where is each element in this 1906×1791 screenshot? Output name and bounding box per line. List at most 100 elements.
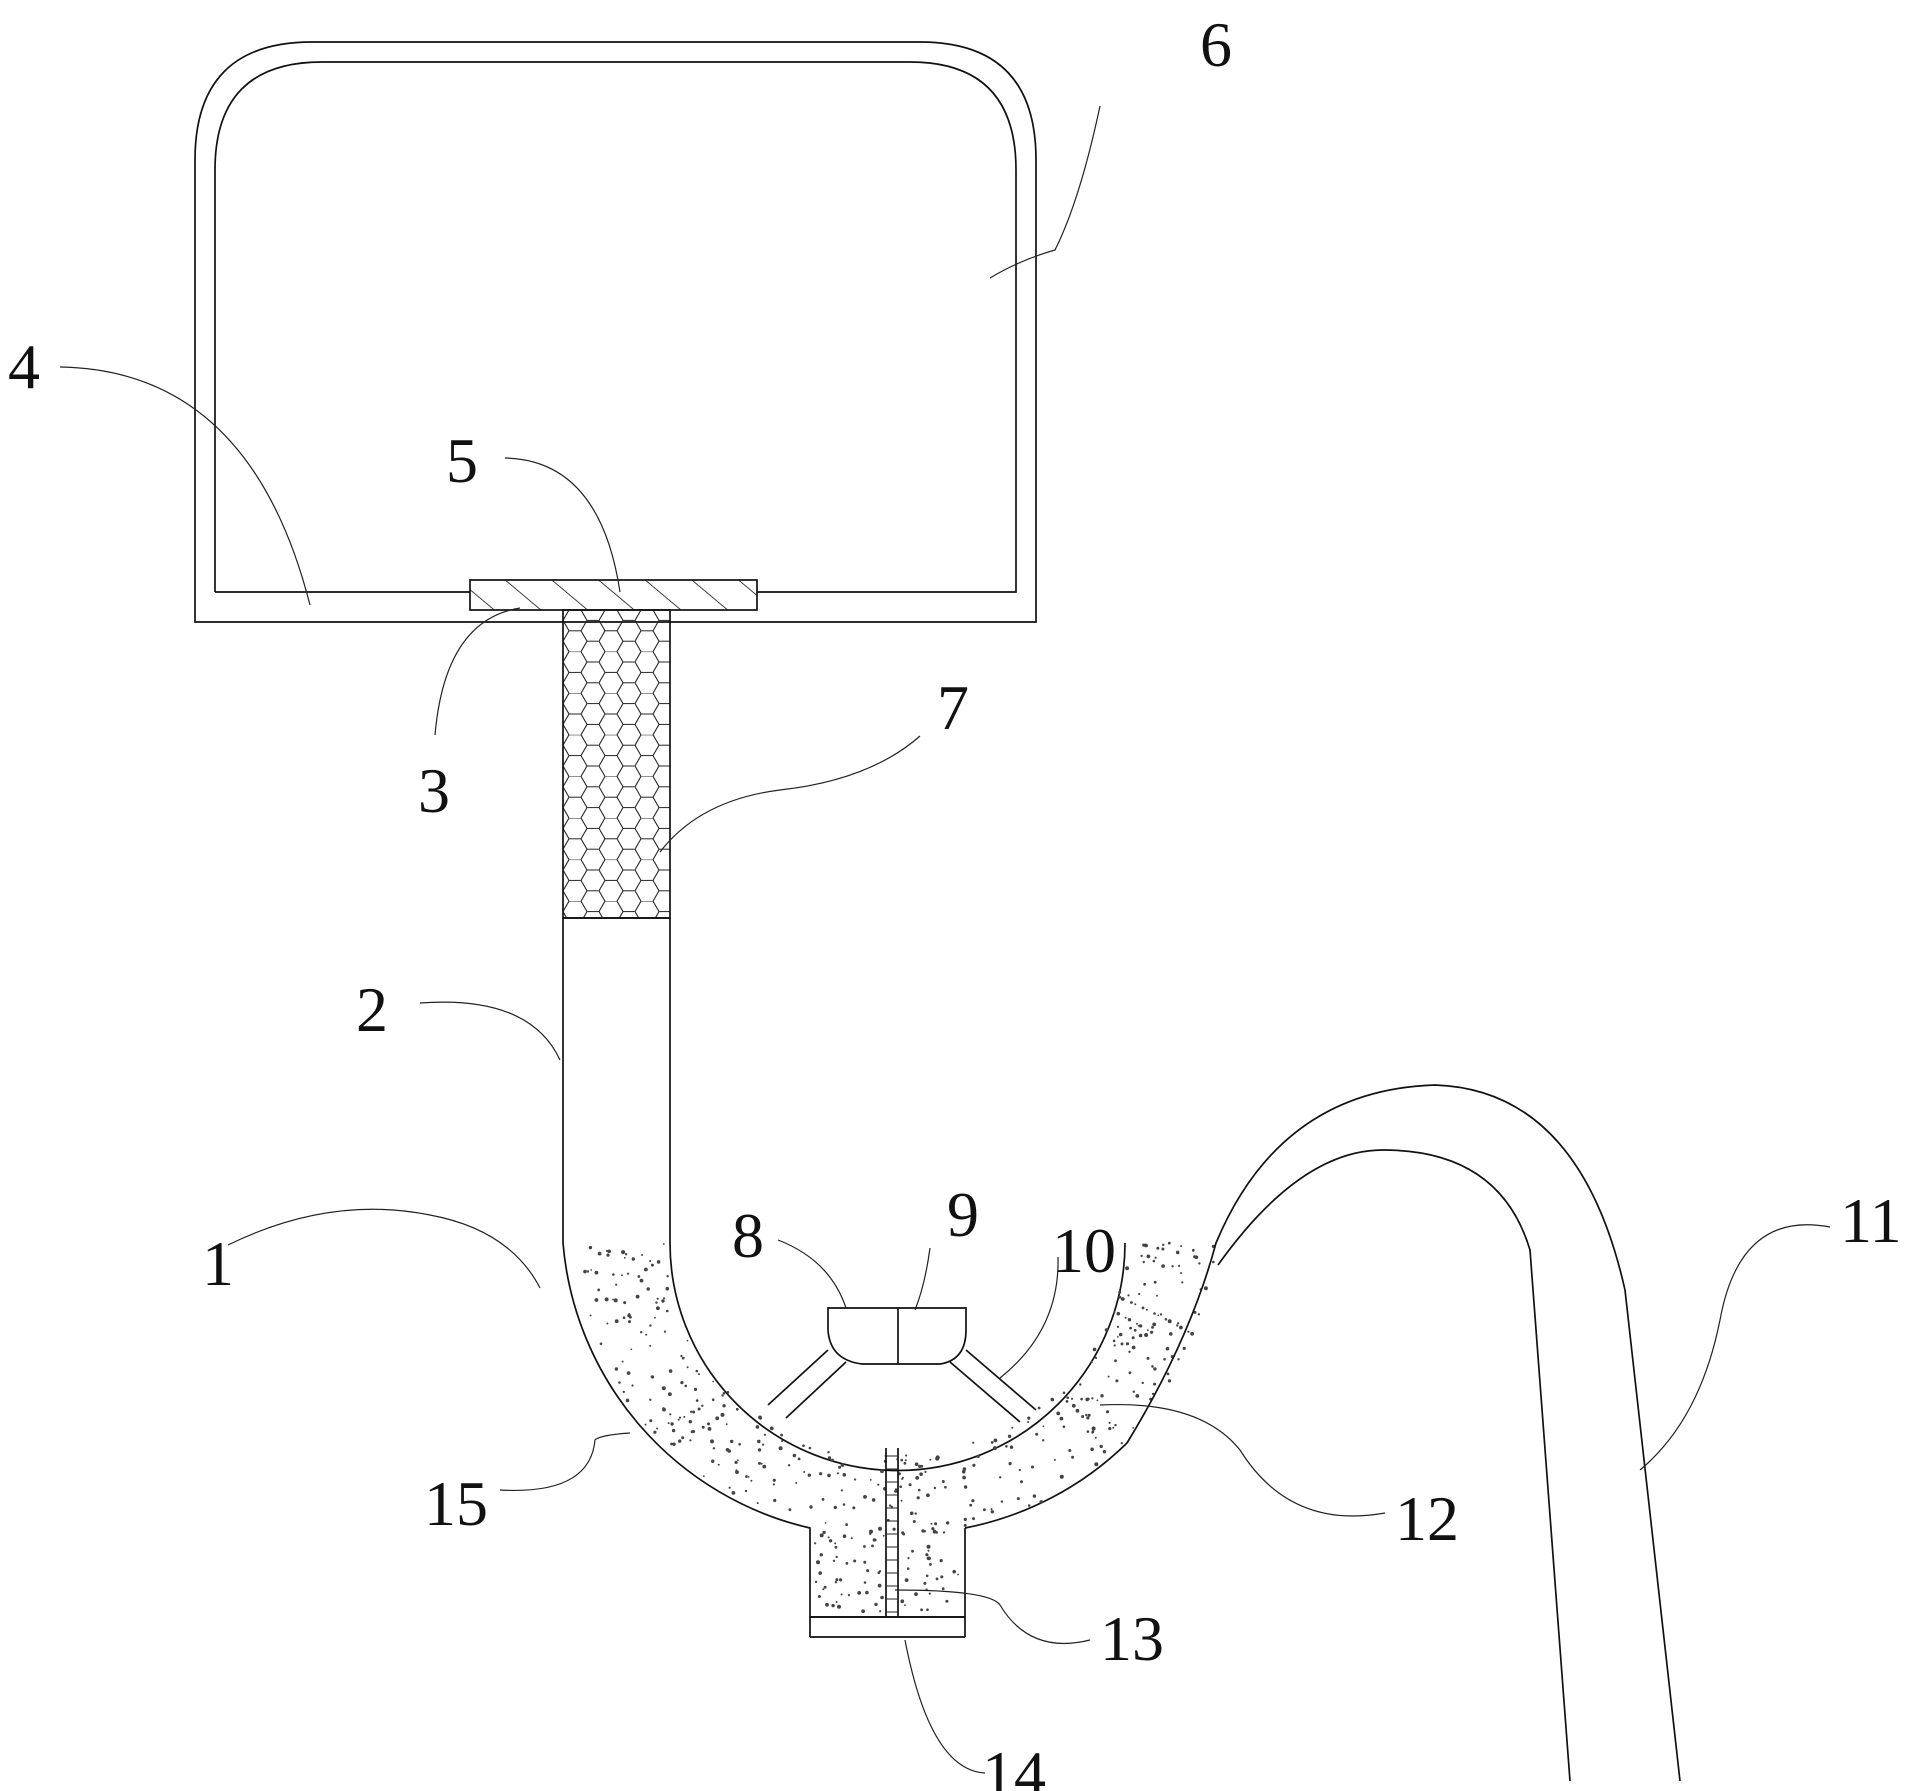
sediment-dot	[1181, 1281, 1184, 1284]
sediment-dot	[1065, 1400, 1069, 1403]
sediment-dot	[683, 1415, 686, 1418]
sediment-dot	[635, 1294, 640, 1299]
sediment-dot	[1099, 1444, 1103, 1449]
sediment-dot	[735, 1470, 739, 1474]
sediment-dot	[649, 1398, 652, 1402]
sediment-dot	[1116, 1311, 1121, 1316]
sediment-dot	[911, 1549, 914, 1553]
sediment-dot	[1032, 1494, 1037, 1498]
sediment-dot	[962, 1475, 966, 1480]
sediment-dot	[914, 1592, 918, 1596]
sediment-dot	[1159, 1313, 1163, 1316]
sediment-dot	[1167, 1319, 1172, 1324]
sediment-dot	[1143, 1282, 1146, 1286]
sediment-dot	[1042, 1439, 1045, 1442]
sediment-dot	[583, 1269, 587, 1274]
sediment-dot	[594, 1298, 599, 1302]
water-tank	[194, 41, 1037, 623]
sediment-dot	[1075, 1408, 1080, 1413]
sediment-dot	[880, 1595, 884, 1600]
sediment-dot	[668, 1392, 672, 1397]
sediment-dot	[701, 1425, 705, 1429]
sediment-dot	[877, 1483, 880, 1486]
sediment-dot	[832, 1559, 836, 1563]
sediment-dot	[787, 1464, 791, 1467]
sediment-dot	[1062, 1425, 1066, 1428]
sediment-dot	[1091, 1431, 1094, 1434]
sediment-dot	[923, 1529, 926, 1533]
sediment-dot	[861, 1609, 865, 1614]
sediment-dot	[1120, 1297, 1125, 1301]
sediment-dot	[606, 1249, 609, 1253]
sediment-dot	[711, 1398, 715, 1401]
sediment-dot	[1118, 1295, 1122, 1299]
sediment-dot	[1081, 1415, 1085, 1418]
sediment-dot	[1005, 1445, 1008, 1448]
sediment-dot	[1062, 1391, 1066, 1395]
sediment-dot	[819, 1533, 824, 1538]
sediment-dot	[1128, 1371, 1132, 1375]
sediment-dot	[924, 1470, 927, 1473]
sediment-dot	[827, 1456, 832, 1460]
label-11: 11	[1840, 1185, 1902, 1256]
sediment-dot	[670, 1442, 673, 1446]
sediment-dot	[1113, 1344, 1116, 1347]
sediment-dot	[990, 1510, 994, 1514]
sediment-dot	[1094, 1356, 1098, 1359]
sediment-dot	[915, 1476, 920, 1480]
sediment-dot	[780, 1433, 783, 1437]
sediment-dot	[725, 1423, 728, 1426]
sediment-dot	[1152, 1322, 1157, 1327]
sediment-dot	[1161, 1247, 1165, 1251]
sediment-dot	[792, 1453, 797, 1458]
sediment-dot	[1194, 1255, 1199, 1260]
sediment-dot	[905, 1454, 908, 1457]
sediment-dot	[1155, 1294, 1158, 1297]
sediment-dot	[1167, 1379, 1172, 1383]
sediment-dot	[827, 1451, 830, 1454]
sediment-dot	[1163, 1358, 1166, 1361]
sediment-dot	[686, 1366, 689, 1369]
sediment-dot	[1180, 1272, 1182, 1274]
sediment-dot	[678, 1439, 682, 1443]
sediment-dot	[621, 1274, 623, 1277]
sediment-dot	[878, 1526, 882, 1531]
sediment-dot	[1007, 1434, 1012, 1439]
sediment-dot	[853, 1559, 857, 1563]
sediment-dot	[678, 1416, 682, 1419]
sediment-dot	[795, 1481, 798, 1484]
label-1: 1	[202, 1228, 234, 1299]
reference-numerals: 4 5 3 6 7 2 1 8 9 10 11 12 15 13 14	[8, 9, 1902, 1791]
sediment-dot	[1157, 1314, 1160, 1317]
sediment-dot	[1147, 1329, 1149, 1332]
sediment-dot	[900, 1599, 905, 1604]
sediment-dot	[902, 1532, 906, 1536]
sediment-dot	[1031, 1465, 1034, 1469]
sediment-dot	[614, 1319, 619, 1324]
sediment-dot	[935, 1531, 938, 1534]
sediment-dot	[1141, 1306, 1145, 1310]
sediment-dot	[1165, 1346, 1170, 1351]
sediment-dot	[1020, 1480, 1023, 1484]
sediment-dot	[1016, 1497, 1020, 1501]
sediment-dot	[828, 1539, 833, 1543]
sediment-dot	[655, 1301, 658, 1304]
sediment-dot	[834, 1542, 837, 1545]
sediment-dot	[871, 1544, 874, 1548]
sediment-dot	[927, 1549, 930, 1552]
sediment-dot	[822, 1588, 825, 1591]
sediment-dot	[666, 1309, 669, 1313]
sediment-dot	[872, 1538, 877, 1542]
sediment-dot	[762, 1443, 765, 1446]
label-3: 3	[418, 755, 450, 826]
sediment-dot	[878, 1570, 882, 1573]
sediment-dot	[667, 1422, 670, 1425]
outlet-pipe	[1126, 1084, 1681, 1782]
sediment-dot	[824, 1522, 827, 1524]
sediment-dot	[778, 1446, 783, 1451]
sediment-dot	[1035, 1432, 1039, 1436]
label-9: 9	[947, 1179, 979, 1250]
sediment-dot	[1138, 1324, 1143, 1328]
sediment-dot	[624, 1253, 628, 1256]
